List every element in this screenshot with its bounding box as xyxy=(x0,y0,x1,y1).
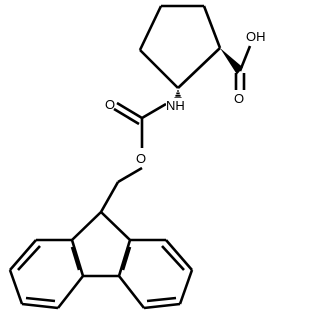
bond-ring-5 xyxy=(138,5,163,51)
bond-ring-2 xyxy=(202,5,222,49)
acid-oh-label: OH xyxy=(246,29,266,44)
bond-n-c xyxy=(141,102,167,120)
bond-c-o-double-a xyxy=(116,101,143,120)
amide-nh-label: NH xyxy=(166,98,185,113)
bond-ring-4 xyxy=(139,49,179,89)
acid-carbonyl-o-label: O xyxy=(234,91,244,106)
bond-c-oh xyxy=(238,45,252,72)
cyclopentane-ring xyxy=(138,4,222,89)
bond-ring-3 xyxy=(177,47,221,89)
bond-ch2-c9 xyxy=(99,181,120,213)
fluorene-group xyxy=(8,211,194,310)
carbamate-group xyxy=(99,101,167,213)
bond-o-ch2 xyxy=(117,166,143,184)
molecule-structure: OH O NH O O xyxy=(8,4,266,310)
wedge-bond-cooh xyxy=(220,48,243,75)
carbamate-carbonyl-o-label: O xyxy=(105,97,115,112)
carbamate-ester-o-label: O xyxy=(136,151,146,166)
bond-c-o-double-b xyxy=(113,107,140,126)
carboxylic-acid-group xyxy=(234,45,252,90)
